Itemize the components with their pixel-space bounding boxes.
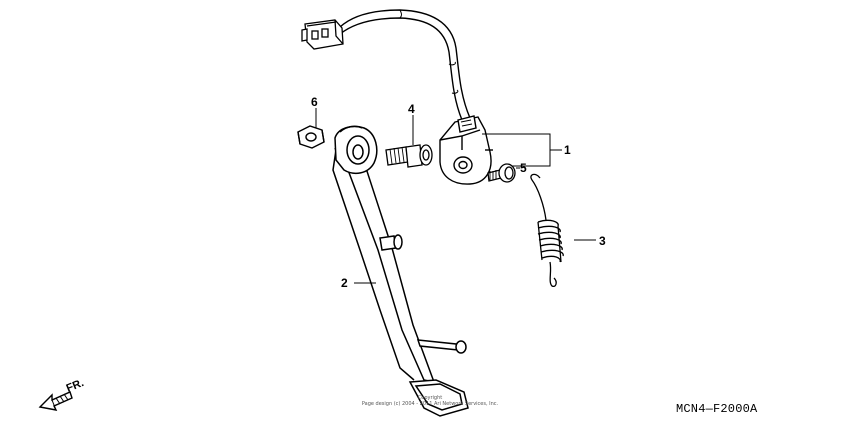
callout-3: 3 <box>599 234 606 248</box>
copyright-notice: Copyright Page design (c) 2004 - 2011 Ar… <box>330 395 530 407</box>
switch-bolt <box>487 163 516 183</box>
front-direction-arrow-icon: FR. <box>38 377 86 411</box>
copyright-line-1: Copyright <box>417 395 443 401</box>
front-direction-label: FR. <box>65 377 86 395</box>
callout-6: 6 <box>311 95 318 109</box>
switch-wire-harness <box>339 9 475 128</box>
callout-5: 5 <box>520 161 527 175</box>
wire-connector <box>301 19 344 50</box>
pivot-nut <box>297 125 325 149</box>
callout-4: 4 <box>408 102 415 116</box>
callout-1: 1 <box>564 143 571 157</box>
copyright-line-2: Page design (c) 2004 - 2011 Ari Network … <box>361 401 499 407</box>
pivot-bolt <box>385 144 433 168</box>
callout-leaders <box>315 108 596 284</box>
diagram-code: MCN4—F2000A <box>676 402 758 416</box>
side-stand-bar <box>332 125 469 417</box>
side-stand-switch <box>439 115 493 185</box>
callout-2: 2 <box>341 276 348 290</box>
side-stand-spring <box>530 173 564 288</box>
